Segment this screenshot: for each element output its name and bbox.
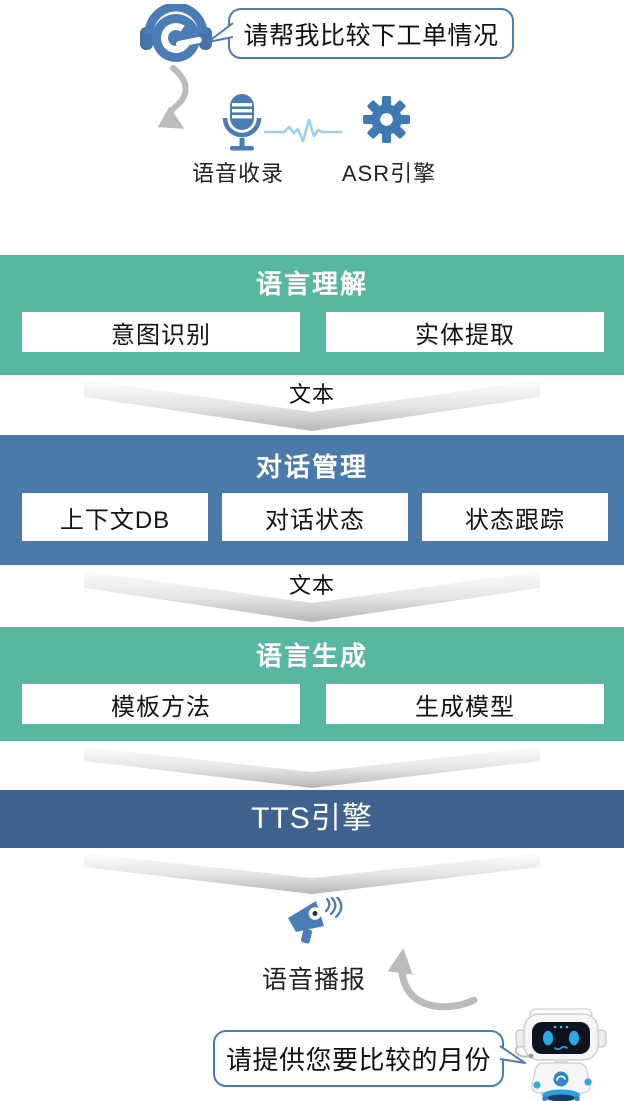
flow-arrow-up-icon	[388, 947, 478, 1011]
nlu-box-row: 意图识别 实体提取	[22, 312, 604, 352]
dm-block: 对话管理 上下文DB 对话状态 状态跟踪	[0, 435, 624, 565]
asr-engine-label: ASR引擎	[341, 161, 437, 186]
dm-box-row: 上下文DB 对话状态 状态跟踪	[22, 493, 608, 541]
bubble-tail-right	[499, 1045, 526, 1064]
dm-box-state-tracking: 状态跟踪	[422, 493, 608, 541]
nlg-block: 语言生成 模板方法 生成模型	[0, 627, 624, 741]
nlg-box-row: 模板方法 生成模型	[22, 684, 604, 724]
user-query-bubble: 请帮我比较下工单情况	[207, 8, 514, 59]
bot-reply-bubble: 请提供您要比较的月份	[213, 1030, 526, 1087]
text-flow-label: 文本	[288, 382, 335, 407]
megaphone-icon	[288, 897, 343, 944]
dm-box-dialog-state: 对话状态	[222, 493, 408, 541]
gear-icon	[363, 96, 410, 143]
agent-headset-icon	[140, 4, 212, 62]
tts-block: TTS引擎	[0, 790, 624, 848]
nlu-box-intent: 意图识别	[22, 312, 300, 352]
dm-box-context-db: 上下文DB	[22, 493, 208, 541]
voice-capture-label: 语音收录	[191, 161, 284, 186]
microphone-icon	[222, 94, 262, 151]
flow-arrow-down-icon	[157, 65, 189, 129]
text-flow-label: 文本	[288, 573, 335, 598]
nlg-block-title: 语言生成	[255, 641, 368, 671]
dm-block-title: 对话管理	[255, 452, 368, 482]
nlu-box-entity: 实体提取	[326, 312, 604, 352]
robot-icon	[514, 1008, 607, 1101]
chevron-down-arrow: 文本	[84, 377, 540, 433]
voice-broadcast-label: 语音播报	[261, 966, 366, 994]
chevron-down-arrow	[84, 851, 540, 895]
bubble-tail-left	[207, 22, 234, 43]
nlu-block-title: 语言理解	[255, 269, 368, 299]
tts-block-title: TTS引擎	[251, 802, 373, 835]
chevron-down-arrow: 文本	[84, 568, 540, 624]
chevron-down-arrow	[84, 745, 540, 789]
bot-reply-text: 请提供您要比较的月份	[225, 1045, 491, 1075]
nlg-box-genmodel: 生成模型	[326, 684, 604, 724]
nlu-block: 语言理解 意图识别 实体提取	[0, 255, 624, 375]
user-query-text: 请帮我比较下工单情况	[243, 21, 499, 50]
nlg-box-template: 模板方法	[22, 684, 300, 724]
waveform-icon	[264, 118, 342, 143]
